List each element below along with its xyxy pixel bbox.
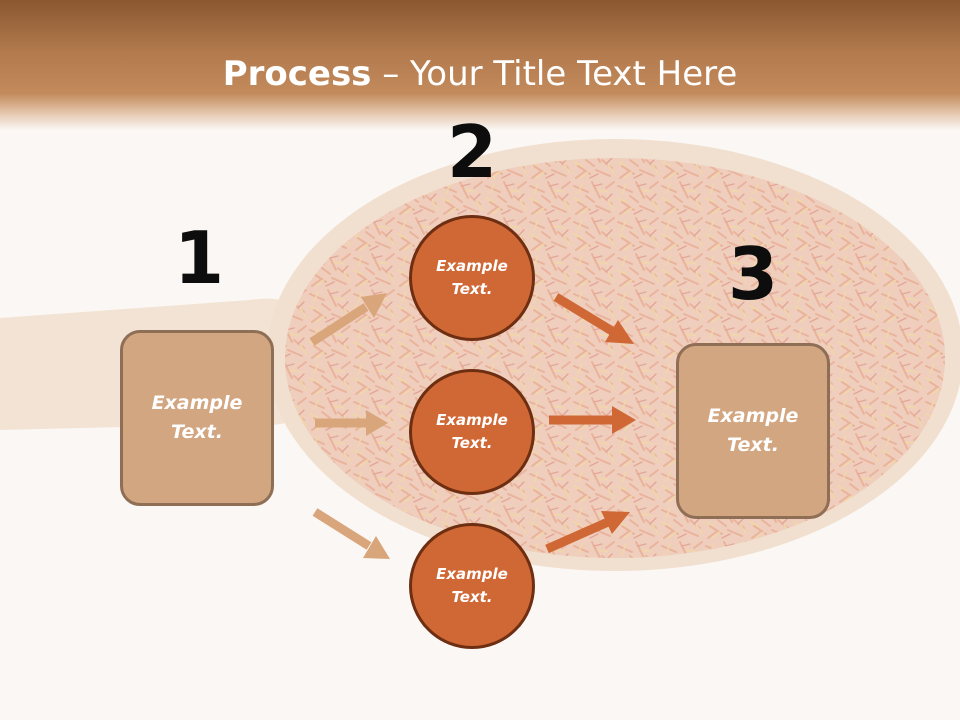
circle-bottom-text: Example Text.: [436, 565, 508, 606]
step-1-box[interactable]: Example Text.: [120, 330, 274, 506]
arrow-middle-to-3: [549, 406, 636, 434]
step-3-text: Example Text.: [707, 405, 799, 456]
arrow-1-to-bottom: [312, 508, 390, 559]
step-number-2: 2: [446, 110, 498, 194]
step-3-box[interactable]: Example Text.: [676, 343, 830, 519]
step-2-circle-top[interactable]: Example Text.: [409, 215, 535, 341]
page-title: Process – Your Title Text Here: [0, 52, 960, 96]
title-rest: – Your Title Text Here: [371, 54, 738, 94]
title-bold: Process: [222, 54, 372, 94]
arrow-1-to-middle: [315, 410, 388, 436]
step-2-circle-middle[interactable]: Example Text.: [409, 369, 535, 495]
step-number-1: 1: [173, 216, 225, 300]
step-2-circle-bottom[interactable]: Example Text.: [409, 523, 535, 649]
step-1-text: Example Text.: [151, 392, 243, 443]
header-banner: [0, 0, 960, 130]
arrow-bottom-to-3: [545, 511, 630, 554]
arrow-1-to-top: [309, 293, 387, 346]
circle-middle-text: Example Text.: [436, 411, 508, 452]
arrow-top-to-3: [553, 293, 634, 344]
step-number-3: 3: [727, 232, 779, 316]
circle-top-text: Example Text.: [436, 257, 508, 298]
